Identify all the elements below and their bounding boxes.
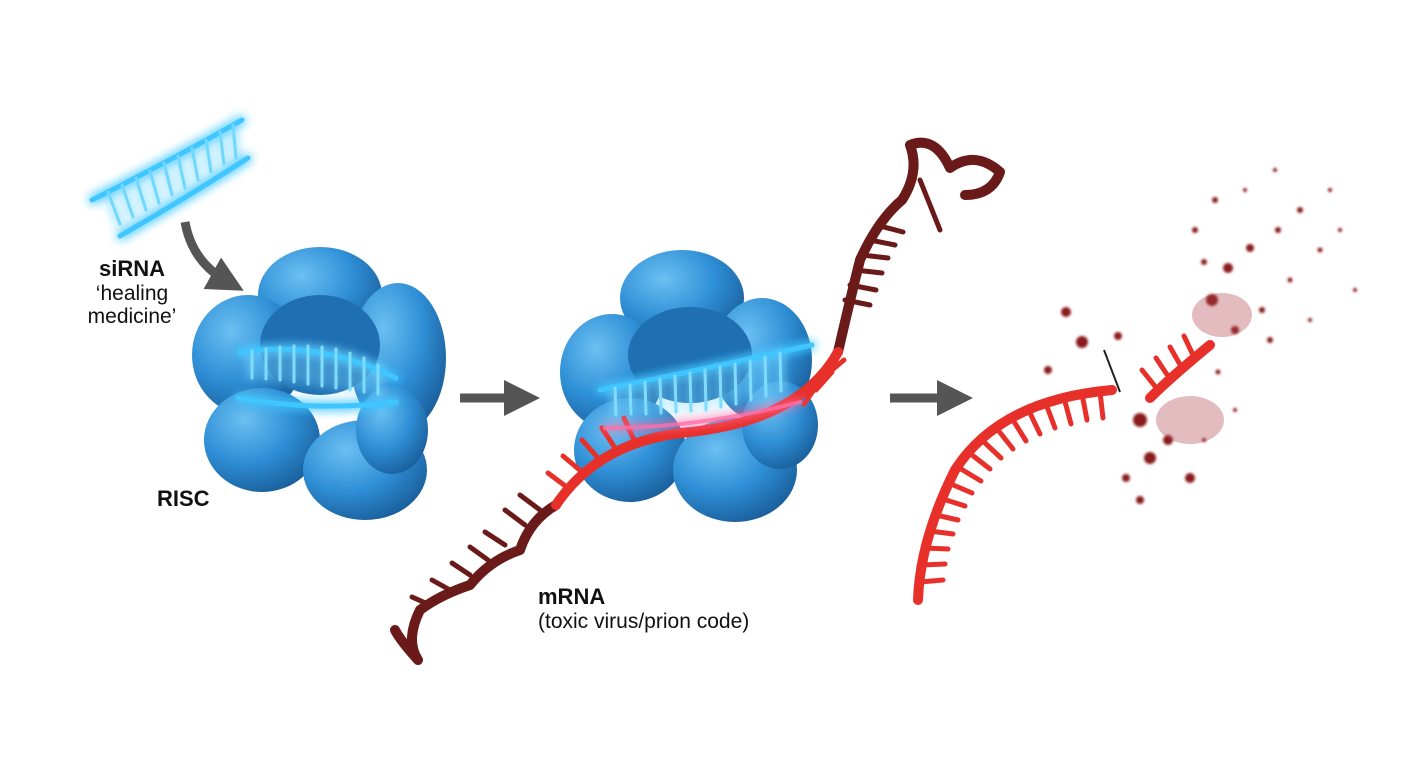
risc-label: RISC	[157, 486, 210, 511]
sirna-name: siRNA	[98, 256, 165, 281]
sirna-desc-line2: medicine’	[87, 305, 177, 329]
loaded-sirna-2	[597, 342, 815, 430]
loaded-sirna-1	[235, 344, 399, 409]
cleaved-mrna-fragment-right	[1139, 333, 1215, 403]
free-sirna-duplex	[89, 117, 251, 239]
cleavage-mark	[1103, 349, 1121, 393]
sirna-desc-line1: ‘healing	[95, 281, 169, 305]
mrna-label: mRNA (toxic virus/prion code)	[538, 584, 750, 633]
mrna-desc: (toxic virus/prion code)	[538, 609, 750, 633]
curved-arrow-icon	[180, 221, 244, 291]
mrna-name: mRNA	[538, 584, 606, 609]
degraded-rna-debris	[1044, 168, 1357, 504]
sirna-label: siRNA ‘healing medicine’	[66, 256, 198, 329]
risc-complex-1	[192, 247, 446, 520]
degraded-rna-dust	[1156, 293, 1252, 444]
cleaved-mrna-fragment-left	[913, 385, 1117, 605]
mrna-folded-dark-strand	[390, 137, 1005, 665]
